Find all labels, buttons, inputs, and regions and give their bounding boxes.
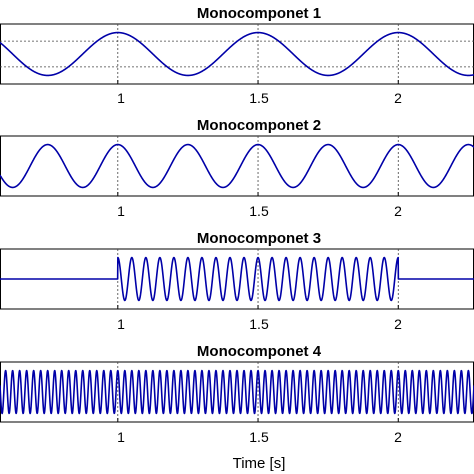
panel-3: Monocomponet 3 1 1.5 2 — [0, 230, 474, 332]
panel-4: Monocomponet 4 1 1.5 2 — [0, 343, 474, 445]
panel-4-tick-2: 2 — [394, 429, 402, 445]
panel-4-title: Monocomponet 4 — [197, 343, 322, 360]
panel-4-signal-line — [0, 369, 474, 415]
x-axis-label: Time [s] — [233, 455, 286, 472]
panel-1-tick-1.5: 1.5 — [249, 90, 269, 106]
panel-1-frame — [0, 23, 474, 85]
panel-2-title: Monocomponet 2 — [197, 117, 321, 134]
panel-3-signal-line — [0, 256, 474, 302]
panel-1: Monocomponet 1 1 1.5 2 — [0, 5, 474, 106]
panel-2-signal-line — [0, 143, 474, 189]
panel-4-tick-1: 1 — [117, 429, 125, 445]
panel-2: Monocomponet 2 1 1.5 2 — [0, 117, 474, 219]
panel-2-tick-1: 1 — [117, 203, 125, 219]
panel-3-tick-1.5: 1.5 — [249, 316, 269, 332]
panel-3-tick-1: 1 — [117, 316, 125, 332]
panel-3-plot — [0, 248, 474, 310]
panel-1-tick-2: 2 — [394, 90, 402, 106]
panel-1-title: Monocomponet 1 — [197, 5, 321, 22]
panel-3-title: Monocomponet 3 — [197, 230, 321, 247]
panel-1-tick-1: 1 — [117, 90, 125, 106]
panel-2-tick-2: 2 — [394, 203, 402, 219]
panel-4-plot — [0, 361, 474, 423]
panel-2-tick-1.5: 1.5 — [249, 203, 269, 219]
panel-2-frame — [0, 135, 474, 197]
panel-2-plot — [0, 135, 474, 197]
panel-1-signal-line — [0, 31, 474, 77]
panel-3-tick-2: 2 — [394, 316, 402, 332]
panel-4-tick-1.5: 1.5 — [249, 429, 269, 445]
panel-1-plot — [0, 23, 474, 85]
